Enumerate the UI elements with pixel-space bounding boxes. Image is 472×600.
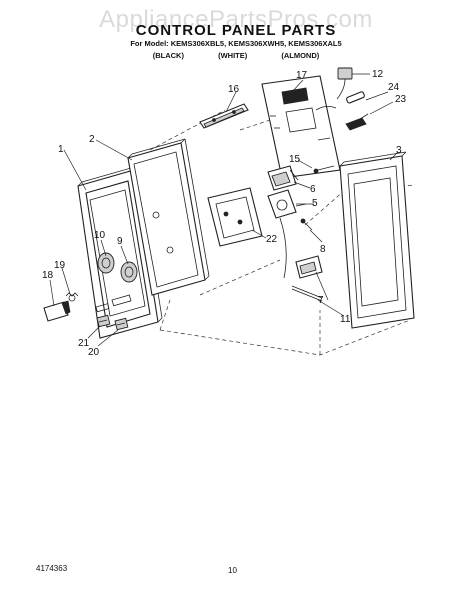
color-options: (BLACK) (WHITE) (ALMOND) [0,51,472,60]
callout-17: 17 [296,70,308,81]
callout-21: 21 [78,338,90,349]
part-8-screw [300,218,313,231]
page-number: 10 [228,566,237,575]
callout-2: 2 [89,134,95,145]
part-20-switch [114,317,129,331]
part-16-bracket [199,103,249,129]
part-12-connector [336,67,353,100]
callout-7: 7 [318,295,324,306]
callout-19: 19 [54,260,66,271]
part-10-knob [97,252,115,274]
part-3-back-panel [339,151,415,329]
callout-11: 11 [340,314,351,325]
callout-23: 23 [395,94,407,105]
callout-12: 12 [372,69,384,80]
part-2-inner-panel [127,138,210,296]
part-15-screw [313,165,335,174]
callout-18: 18 [42,270,54,281]
part-11-rod [291,285,323,302]
part-21-switch [96,314,111,328]
part-5-switch [267,189,307,279]
callout-20: 20 [88,347,100,358]
callout-15: 15 [289,154,301,165]
callout-9: 9 [117,236,123,247]
callout-1: 1 [58,144,64,155]
part-23-clip [345,113,369,131]
callout-5: 5 [312,198,318,209]
color-white: (WHITE) [218,51,248,60]
color-almond: (ALMOND) [281,51,320,60]
document-number: 4174363 [36,564,68,573]
part-7-latch [295,255,323,279]
part-9-knob [120,261,138,283]
callout-3: 3 [396,145,402,156]
color-black: (BLACK) [152,51,184,60]
callout-16: 16 [228,84,240,95]
part-6-relay [267,165,299,191]
callout-10: 10 [94,230,106,241]
callout-labels: 1 2 3 24 5 6 7 8 9 10 11 12 15 16 17 18 … [42,69,407,358]
model-list: For Model: KEMS306XBL5, KEMS306XWH5, KEM… [130,39,342,48]
callout-24: 24 [388,82,400,93]
callout-8: 8 [320,244,326,255]
part-17-control-board [261,75,341,179]
callout-6: 6 [310,184,316,195]
callout-22: 22 [266,234,278,245]
page-title: CONTROL PANEL PARTS [135,22,337,39]
leader-lines [49,73,399,347]
watermark: AppliancePartsPros.com [99,6,373,33]
part-24-fuse [346,91,365,104]
part-19-spring [65,292,79,302]
part-18-button [43,300,71,322]
part-22-mounting-plate [207,187,263,247]
